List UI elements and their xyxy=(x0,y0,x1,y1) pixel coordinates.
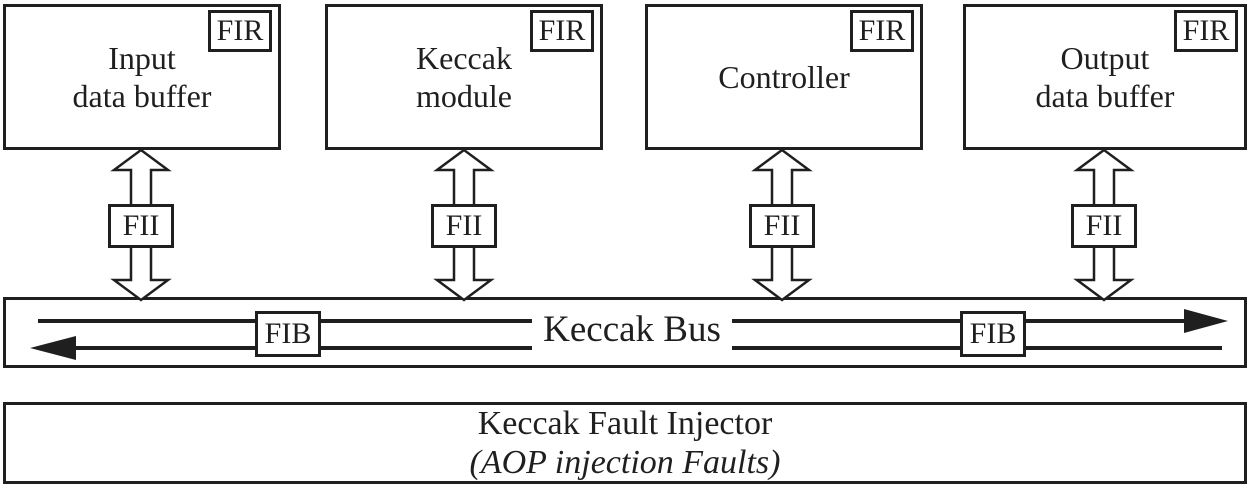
module-input-data-buffer: Input data buffer FIR xyxy=(3,4,281,150)
keccak-bus-label: Keccak Bus xyxy=(532,304,732,355)
fault-injector-subtitle: (AOP injection Faults) xyxy=(469,444,781,481)
fii-box-label: FII xyxy=(1085,209,1123,242)
fii-box: FII xyxy=(108,204,174,248)
module-keccak: Keccak module FIR xyxy=(325,4,603,150)
module-label: Keccak xyxy=(416,40,512,76)
module-label: Input xyxy=(108,40,176,76)
fir-badge-label: FIR xyxy=(216,14,264,47)
module-label: Output xyxy=(1060,40,1150,76)
fii-box-label: FII xyxy=(445,209,483,242)
fib-box-label: FIB xyxy=(969,317,1017,350)
module-label: module xyxy=(416,78,512,114)
module-label: data buffer xyxy=(72,78,212,114)
fault-injector-title: Keccak Fault Injector xyxy=(477,405,773,442)
fib-box-label: FIB xyxy=(264,317,312,350)
fir-badge: FIR xyxy=(850,10,914,52)
fii-box: FII xyxy=(749,204,815,248)
fir-badge: FIR xyxy=(208,10,272,52)
fir-badge-label: FIR xyxy=(538,14,586,47)
module-label: data buffer xyxy=(1035,78,1175,114)
fir-badge: FIR xyxy=(530,10,594,52)
fii-box-label: FII xyxy=(763,209,801,242)
fir-badge: FIR xyxy=(1174,10,1238,52)
fii-box: FII xyxy=(1071,204,1137,248)
fii-box: FII xyxy=(431,204,497,248)
keccak-fault-injector-box: Keccak Fault Injector (AOP injection Fau… xyxy=(3,402,1247,484)
module-controller: Controller FIR xyxy=(645,4,923,150)
fir-badge-label: FIR xyxy=(1182,14,1230,47)
fii-box-label: FII xyxy=(122,209,160,242)
module-output-data-buffer: Output data buffer FIR xyxy=(963,4,1247,150)
module-label: Controller xyxy=(718,59,850,95)
fir-badge-label: FIR xyxy=(858,14,906,47)
fib-box: FIB xyxy=(960,311,1026,357)
fib-box: FIB xyxy=(255,311,321,357)
